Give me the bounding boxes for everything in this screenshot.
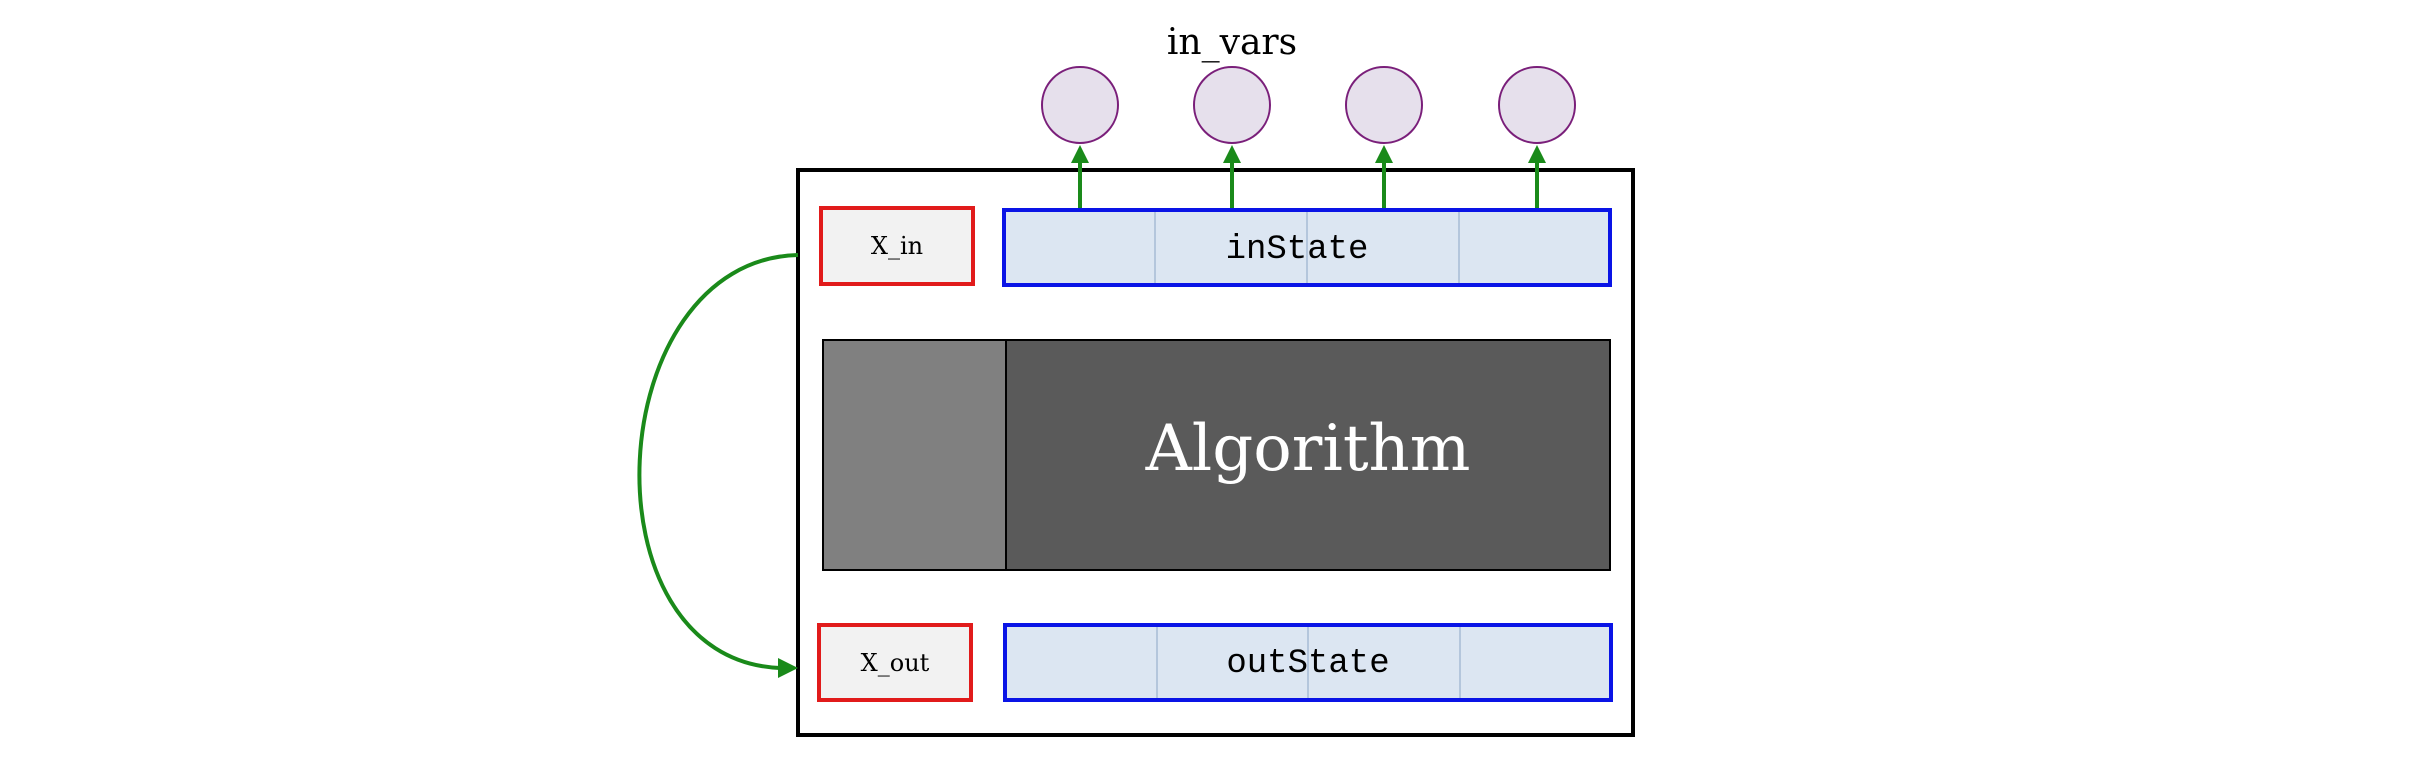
in-var-node bbox=[1041, 66, 1119, 144]
in-vars-nodes bbox=[1041, 66, 1576, 144]
in-vars-label: in_vars bbox=[1167, 22, 1297, 63]
x-out-label: X_out bbox=[861, 649, 930, 677]
state-to-vars-arrows bbox=[1071, 145, 1546, 208]
out-state-box bbox=[1003, 623, 1613, 702]
in-var-node bbox=[1498, 66, 1576, 144]
in-state-box bbox=[1002, 208, 1612, 287]
in-var-node bbox=[1345, 66, 1423, 144]
out-state-label: outState bbox=[1226, 645, 1389, 683]
algorithm-label: Algorithm bbox=[1145, 412, 1471, 486]
in-var-node bbox=[1193, 66, 1271, 144]
algorithm-block bbox=[822, 339, 1611, 571]
x-in-box bbox=[819, 206, 975, 286]
in-state-label: inState bbox=[1226, 231, 1369, 269]
x-out-box bbox=[817, 623, 973, 702]
x-in-label: X_in bbox=[871, 232, 923, 260]
feedback-arrowhead bbox=[778, 658, 798, 678]
feedback-arrow bbox=[637, 253, 799, 670]
